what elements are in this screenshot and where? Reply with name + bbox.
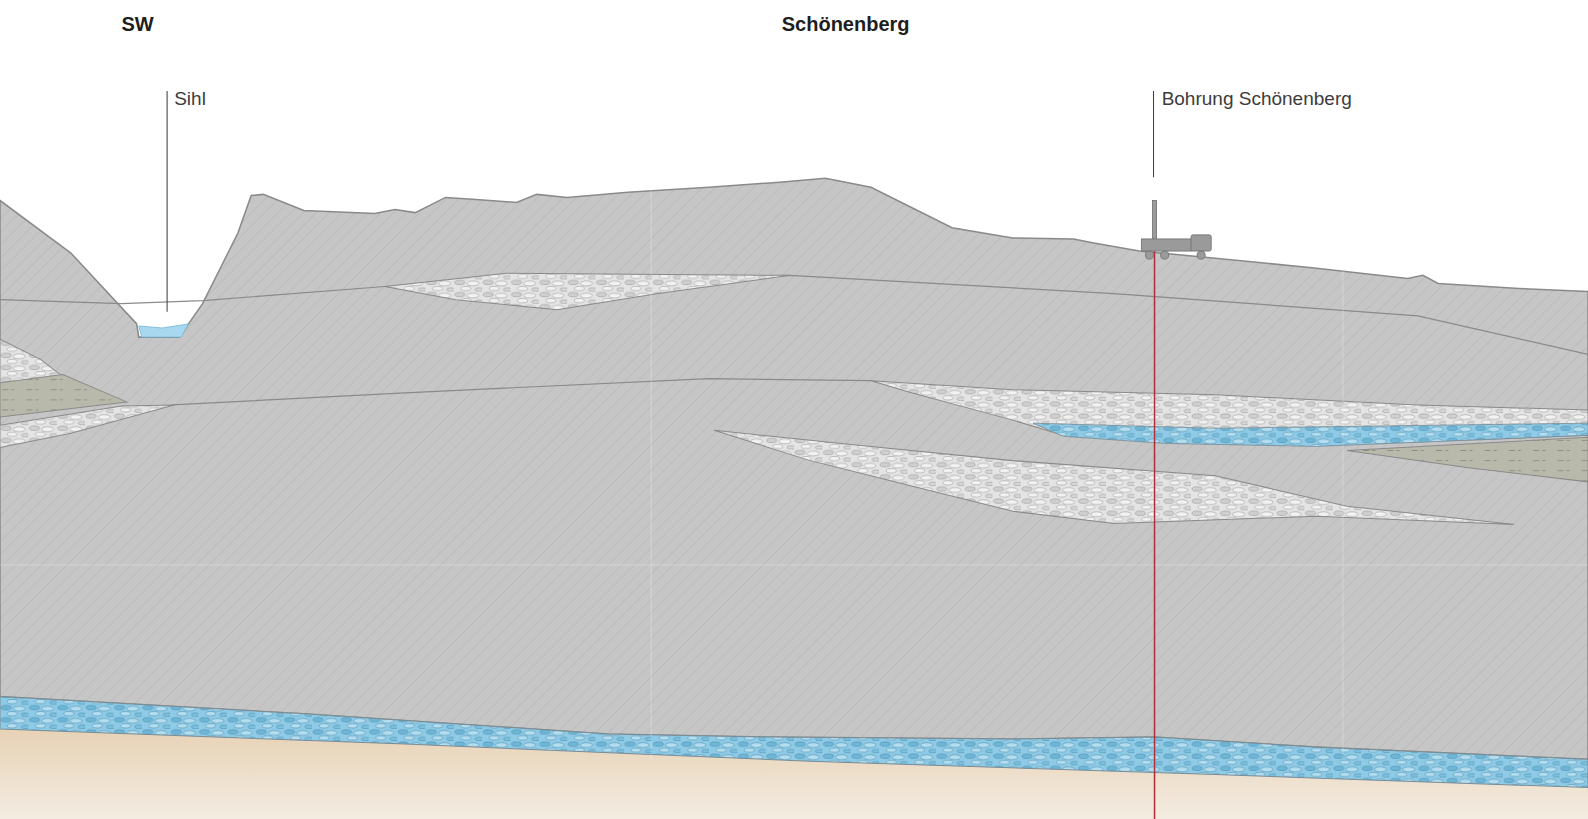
direction-label: SW <box>122 12 154 36</box>
place-title: Schönenberg <box>782 12 910 36</box>
borehole-label: Bohrung Schönenberg <box>1162 88 1352 111</box>
river-label: Sihl <box>174 88 206 111</box>
